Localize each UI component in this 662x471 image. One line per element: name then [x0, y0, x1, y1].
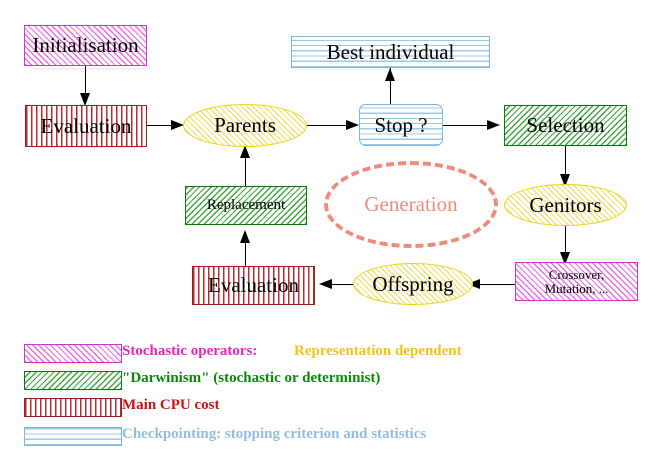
- edge-parents-stop: [306, 125, 352, 127]
- legend-label-darwinism: "Darwinism" (stochastic or determinist): [122, 370, 381, 386]
- legend-row: "Darwinism" (stochastic or determinist): [0, 370, 662, 397]
- node-replacement[interactable]: Replacement: [185, 186, 307, 225]
- node-crossover-line1: Crossover,: [548, 266, 605, 282]
- edge-stop-best-individual: [390, 68, 392, 105]
- edge-offspring-evaluation: [330, 284, 360, 286]
- arrowhead-replacement-parents: [239, 145, 250, 158]
- edge-genitors-crossover: [565, 225, 567, 263]
- node-genitors[interactable]: Genitors: [504, 184, 627, 226]
- arrowhead-selection-genitors: [559, 174, 570, 187]
- legend-swatch-checkpointing: [24, 427, 122, 446]
- arrowhead-evaluation-replacement: [239, 230, 250, 243]
- legend-swatch-stochastic-operators: [24, 344, 122, 363]
- edge-evaluation-replacement: [245, 232, 247, 268]
- edge-crossover-offspring: [478, 284, 515, 286]
- arrowhead-crossover-offspring: [467, 278, 480, 289]
- node-evaluation-top[interactable]: Evaluation: [25, 105, 147, 147]
- edge-evaluation-parents: [147, 125, 175, 127]
- node-parents[interactable]: Parents: [183, 104, 307, 147]
- edge-selection-genitors: [565, 146, 567, 184]
- arrowhead-stop-selection: [487, 119, 500, 130]
- generation-ellipse: Generation: [324, 161, 498, 248]
- arrowhead-offspring-evaluation: [319, 278, 332, 289]
- node-offspring-label: Offspring: [372, 271, 454, 296]
- edge-stop-selection: [443, 125, 491, 127]
- arrowhead-initialisation-evaluation: [79, 93, 90, 106]
- edge-replacement-parents: [245, 150, 247, 188]
- node-evaluation-bottom-label: Evaluation: [208, 273, 299, 298]
- edge-initialisation-evaluation: [85, 65, 87, 95]
- arrowhead-genitors-crossover: [559, 252, 570, 265]
- node-evaluation-top-label: Evaluation: [40, 113, 132, 138]
- legend-label-representation-dependent: Representation dependent: [294, 343, 462, 359]
- node-best-individual-label: Best individual: [326, 39, 455, 64]
- node-evaluation-bottom[interactable]: Evaluation: [192, 266, 315, 305]
- legend-row: Main CPU cost: [0, 397, 662, 424]
- node-crossover-line2: Mutation, ...: [544, 280, 609, 296]
- arrowhead-stop-best-individual: [384, 68, 395, 81]
- node-initialisation[interactable]: Initialisation: [24, 25, 147, 66]
- legend-label-checkpointing: Checkpointing: stopping criterion and st…: [122, 426, 427, 442]
- node-genitors-label: Genitors: [529, 192, 602, 217]
- legend-row: Stochastic operators: Representation dep…: [0, 343, 662, 370]
- generation-label: Generation: [364, 192, 458, 216]
- node-stop[interactable]: Stop ?: [359, 104, 443, 146]
- legend-label-main-cpu-cost: Main CPU cost: [122, 397, 220, 413]
- legend-row: Checkpointing: stopping criterion and st…: [0, 426, 662, 453]
- legend: Stochastic operators: Representation dep…: [0, 340, 662, 460]
- arrowhead-evaluation-parents: [171, 119, 184, 130]
- node-replacement-label: Replacement: [206, 196, 286, 213]
- node-parents-label: Parents: [214, 113, 276, 138]
- node-stop-label: Stop ?: [374, 112, 428, 137]
- legend-swatch-darwinism: [24, 371, 122, 390]
- node-best-individual[interactable]: Best individual: [291, 36, 490, 68]
- node-crossover-mutation[interactable]: Crossover, Mutation, ...: [515, 262, 638, 301]
- arrowhead-parents-stop: [346, 119, 359, 130]
- node-selection-label: Selection: [526, 113, 605, 138]
- legend-swatch-main-cpu-cost: [24, 398, 122, 417]
- legend-label-stochastic-operators: Stochastic operators:: [122, 343, 258, 359]
- node-offspring[interactable]: Offspring: [353, 263, 473, 305]
- node-selection[interactable]: Selection: [504, 105, 627, 146]
- node-initialisation-label: Initialisation: [32, 33, 139, 58]
